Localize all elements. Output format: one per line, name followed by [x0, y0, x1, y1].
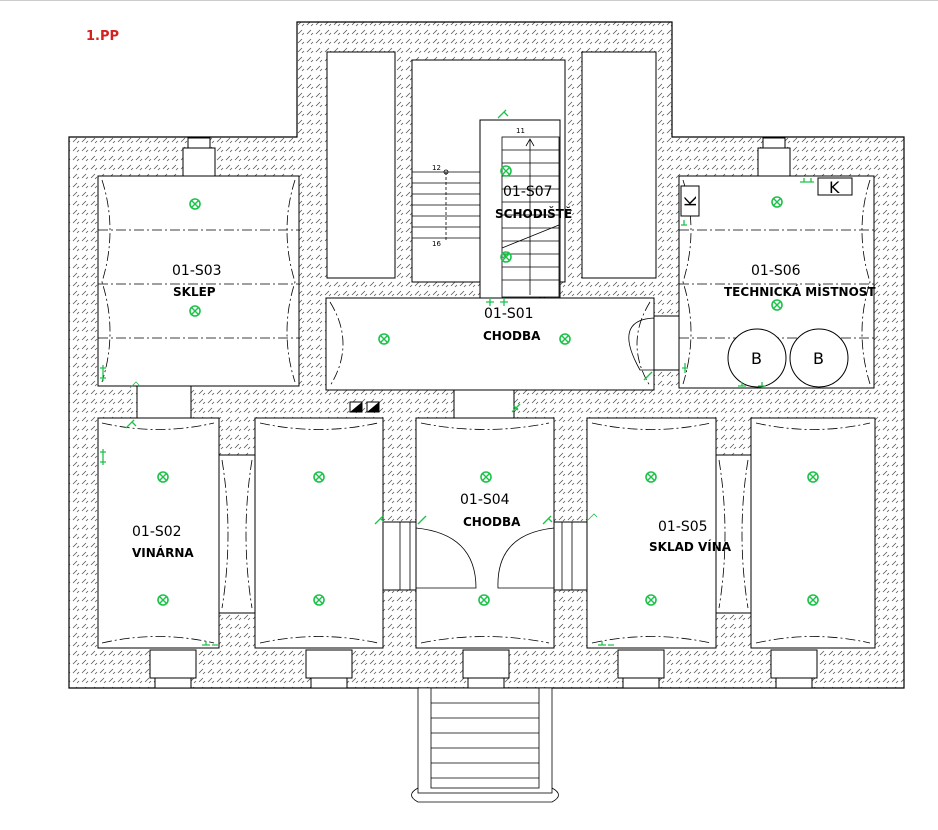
- passage-3: [553, 521, 588, 591]
- boiler-1: [727, 328, 787, 388]
- room-s05-code: 01-S05: [658, 519, 708, 535]
- light-fixture-icon: [500, 251, 512, 263]
- light-fixtures: [157, 165, 819, 606]
- vault-lines-lower: [101, 422, 871, 644]
- light-fixture-icon: [378, 333, 390, 345]
- vault-line-s01-right: [636, 301, 651, 387]
- switch-icon: [125, 109, 653, 525]
- passage-2: [382, 521, 417, 591]
- room-lower-5: [750, 417, 876, 649]
- stair-number-b: 12: [432, 164, 441, 172]
- room-s07-name: SCHODIŠTĚ: [495, 206, 572, 221]
- light-fixture-icon: [480, 471, 492, 483]
- room-s07-code: 01-S07: [503, 184, 553, 200]
- room-s01-name: CHODBA: [483, 329, 541, 343]
- room-s01-code: 01-S01: [484, 306, 534, 322]
- light-fixture-icon: [807, 594, 819, 606]
- room-s04: [415, 417, 555, 649]
- room-s05: [586, 417, 717, 649]
- room-s02: [97, 417, 220, 649]
- chimney-left: [182, 147, 216, 177]
- shaft-left: [326, 51, 396, 279]
- chimney-left-cap: [187, 137, 211, 149]
- boiler-1-label: B: [751, 349, 762, 368]
- stair-treads-left: [412, 169, 480, 240]
- light-fixture-icon: [771, 299, 783, 311]
- chimney-right-cap: [762, 137, 786, 149]
- room-s03-code: 01-S03: [172, 263, 222, 279]
- room-s03: [97, 175, 300, 387]
- chimney-k-vertical: [680, 185, 700, 217]
- boiler-2: [789, 328, 849, 388]
- light-fixture-icon: [771, 196, 783, 208]
- stair-number-a: 11: [516, 127, 525, 135]
- switch-outline-icon: [129, 381, 140, 389]
- door-swing-s01-s06: [628, 317, 655, 371]
- light-fixture-icon: [189, 198, 201, 210]
- room-s04-code: 01-S04: [460, 492, 510, 508]
- vault-lines-s03: [98, 179, 299, 383]
- chimney-k-vertical-label: K: [681, 196, 700, 207]
- room-s02-name: VINÁRNA: [132, 545, 194, 560]
- room-s01: [325, 297, 655, 391]
- passage-step-lines: [399, 522, 573, 590]
- vent-left-fill: [350, 402, 362, 412]
- light-fixture-icon: [478, 594, 490, 606]
- door-swing-s04-left: [415, 527, 477, 589]
- bottom-windows: [149, 649, 818, 689]
- door-s01-s06: [653, 315, 680, 371]
- shaft-right: [581, 51, 657, 279]
- room-s06-code: 01-S06: [751, 263, 801, 279]
- door-swing-s04-right: [497, 527, 555, 589]
- light-fixture-icon: [157, 594, 169, 606]
- boiler-2-label: B: [813, 349, 824, 368]
- light-fixture-icon: [189, 305, 201, 317]
- vent-right-fill: [367, 402, 379, 412]
- floor-label: 1.PP: [86, 29, 119, 44]
- stair-treads-upper: [501, 136, 560, 298]
- room-lower-2: [254, 417, 384, 649]
- room-s03-name: SKLEP: [173, 285, 216, 299]
- chimney-right: [757, 147, 791, 177]
- stair-number-c: 16: [432, 240, 441, 248]
- switch-outline-icon-2: [587, 513, 598, 521]
- vault-line-s01-left: [329, 301, 344, 387]
- room-s02-code: 01-S02: [132, 524, 182, 540]
- door-s03-s02: [136, 385, 192, 419]
- light-fixture-icon: [500, 165, 512, 177]
- room-s04-name: CHODBA: [463, 515, 521, 529]
- external-stairs: [411, 687, 559, 803]
- room-s05-name: SKLAD VÍNA: [649, 539, 732, 554]
- chimney-k-horizontal: [817, 177, 853, 196]
- chimney-k-horizontal-label: K: [829, 178, 840, 197]
- light-fixture-icon: [645, 594, 657, 606]
- light-fixture-icon: [559, 333, 571, 345]
- light-fixture-icon: [645, 471, 657, 483]
- room-s06-name: TECHNICKÁ MÍSTNOST: [724, 284, 876, 299]
- light-fixture-icon: [157, 471, 169, 483]
- door-s01-s04: [453, 389, 515, 419]
- light-fixture-icon: [807, 471, 819, 483]
- socket-icon: [100, 178, 814, 646]
- light-fixture-icon: [313, 594, 325, 606]
- light-fixture-icon: [313, 471, 325, 483]
